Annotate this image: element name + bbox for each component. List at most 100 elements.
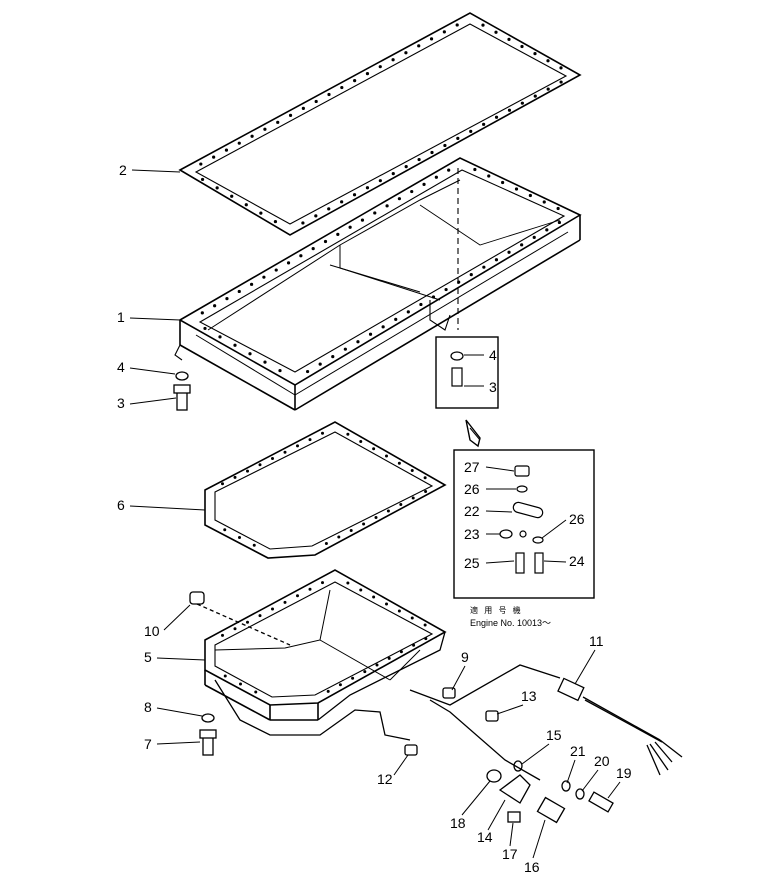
bolt-hole (372, 447, 376, 451)
bolt-hole (308, 438, 312, 442)
inset-label-26a: 26 (464, 481, 480, 497)
bolt-hole (559, 66, 563, 70)
bolt-hole (233, 343, 237, 347)
callout-19: 19 (616, 765, 632, 781)
bolt-hole (263, 360, 267, 364)
bolt-hole (338, 683, 342, 687)
callout-12: 12 (377, 771, 393, 787)
callouts: 2 1 4 3 6 10 5 8 7 9 11 13 12 15 21 20 1… (117, 162, 632, 875)
plug-13 (485, 710, 499, 722)
bolt-hole (244, 203, 248, 207)
bolt-hole (404, 164, 408, 169)
bolt-hole (273, 219, 278, 224)
bolt-hole (455, 23, 459, 27)
bolt-hole (246, 469, 249, 473)
bolt-hole (546, 87, 550, 91)
bolt-hole (221, 633, 224, 637)
bolt-hole (233, 475, 237, 479)
bolt-hole (423, 623, 427, 627)
bolt-hole (411, 496, 415, 500)
bolt-hole (481, 23, 485, 27)
bolt-hole (258, 614, 262, 618)
bolt-hole (346, 432, 350, 436)
bolt-hole (487, 174, 491, 178)
bolt-hole (200, 311, 204, 315)
bolt-hole (259, 211, 263, 215)
callout-21: 21 (570, 743, 586, 759)
bolt-hole (559, 80, 563, 84)
bolt-hole (359, 588, 363, 592)
bolt-hole (545, 228, 549, 232)
bolt-hole (494, 115, 499, 119)
bolt-hole (199, 162, 203, 166)
bolt-hole (528, 193, 532, 198)
bolt-hole (385, 204, 389, 208)
bolt-hole (356, 340, 360, 344)
callout-20: 20 (594, 753, 610, 769)
plug-9 (442, 687, 456, 699)
bolt-hole (348, 225, 352, 229)
bolt-hole (372, 595, 376, 599)
bolt-hole (327, 207, 331, 211)
bolt-hole (340, 85, 344, 90)
bolt-hole (326, 689, 330, 693)
bolt-hole (469, 273, 473, 277)
bolt-hole (237, 289, 241, 294)
bolt-hole (331, 355, 335, 359)
bolt-hole (507, 37, 511, 41)
oring-18 (486, 769, 502, 783)
bolt-hole (271, 457, 274, 460)
bolt-hole (397, 461, 401, 465)
bolt-hole (218, 335, 222, 339)
bolt-hole (546, 59, 550, 63)
bolt-hole (233, 627, 237, 631)
callout-7: 7 (144, 736, 152, 752)
bolt-hole (387, 656, 391, 660)
bolt-hole (288, 113, 293, 117)
bolt-hole (360, 218, 365, 222)
inset-label-26b: 26 (569, 511, 585, 527)
washer-21 (561, 780, 571, 792)
bolt-hole (473, 167, 477, 172)
bolt-hole (423, 476, 427, 480)
bolt-hole (417, 44, 421, 48)
bolt-hole (469, 129, 473, 133)
bolt-hole (520, 243, 524, 247)
bolt-hole (410, 189, 414, 194)
bolt-hole (246, 620, 249, 624)
bolt-hole (365, 72, 370, 76)
bolt-hole (221, 482, 224, 486)
callout-18: 18 (450, 815, 466, 831)
bolt-hole (351, 676, 355, 680)
bolt-hole (296, 594, 299, 598)
inset-label-27: 27 (464, 459, 480, 475)
inset-top-label-4: 4 (489, 347, 497, 363)
callout-10: 10 (144, 623, 160, 639)
bolt-hole (321, 581, 324, 585)
bolt-hole (410, 616, 414, 620)
bolt-hole (352, 193, 357, 197)
callout-17: 17 (502, 846, 518, 862)
bolt-hole (442, 30, 446, 34)
callout-11: 11 (589, 633, 604, 649)
bolt-hole (520, 101, 524, 105)
bolt-hole (337, 535, 341, 539)
bolt-3 (173, 384, 191, 411)
bolt-hole (422, 182, 426, 187)
bolt-hole (386, 509, 390, 513)
bolt-hole (318, 362, 322, 366)
bolt-hole (542, 200, 546, 204)
bolt-hole (252, 543, 256, 547)
callout-3: 3 (117, 395, 125, 411)
bolt-hole (378, 65, 382, 69)
bolt-hole (520, 44, 524, 49)
bolt-hole (296, 444, 299, 448)
bolt-hole (212, 155, 216, 159)
bolt-hole (362, 522, 366, 526)
bolt-hole (254, 690, 258, 694)
fittings (173, 371, 614, 824)
bolt-hole (363, 670, 367, 674)
bolt-7 (199, 729, 217, 756)
bolt-hole (514, 187, 519, 191)
